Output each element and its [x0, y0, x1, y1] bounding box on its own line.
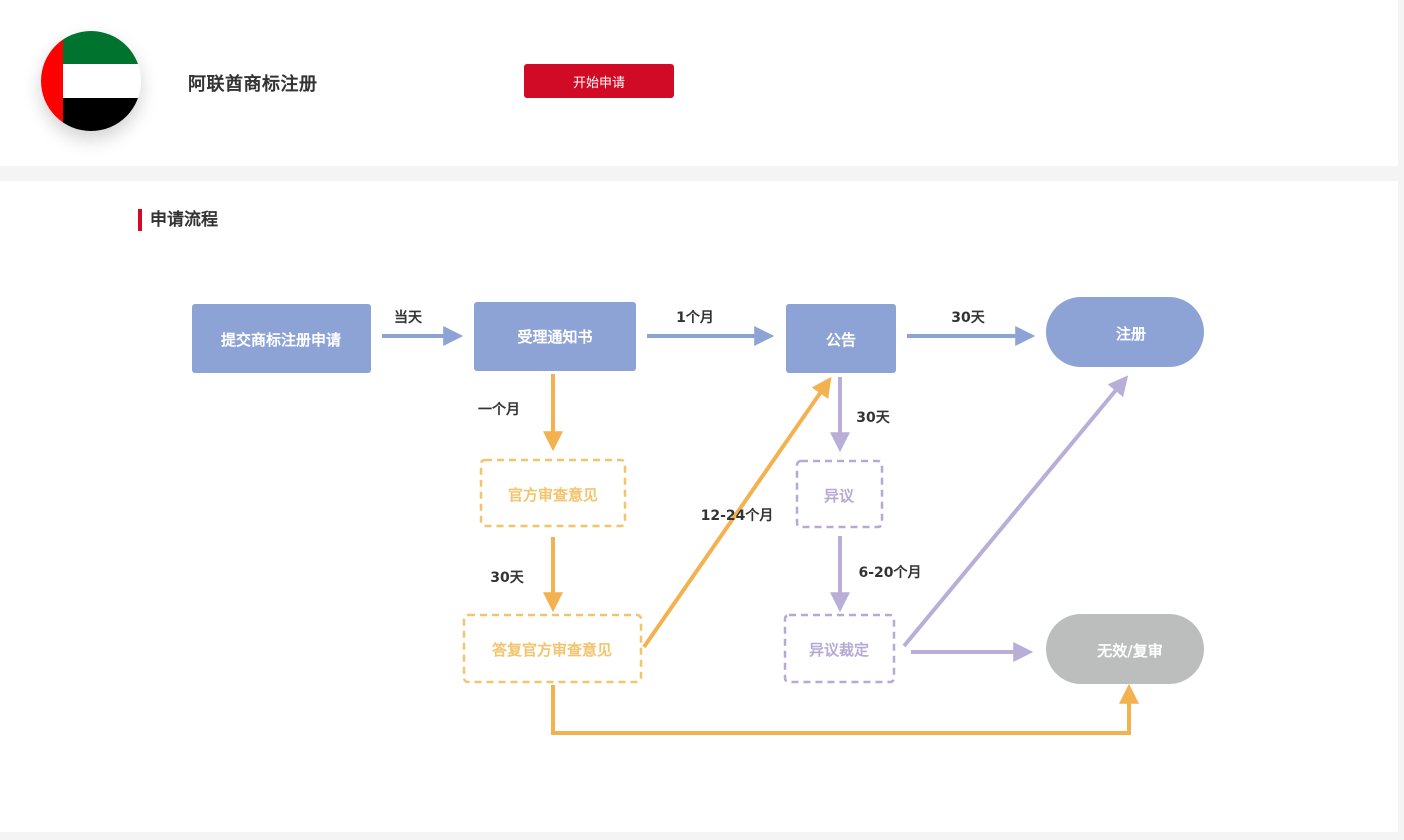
edge-label-thirty-days-opp: 30天	[856, 410, 890, 426]
edge-label-6-20-months: 6-20个月	[858, 564, 921, 581]
node-reply-examination-label: 答复官方审查意见	[492, 641, 612, 659]
node-opposition-ruling-label: 异议裁定	[809, 641, 869, 659]
edge-label-same-day: 当天	[394, 309, 423, 326]
node-invalid-review-label: 无效/复审	[1096, 642, 1162, 660]
arrow-reply-to-publication	[642, 376, 832, 649]
page-title: 阿联酋商标注册	[188, 74, 318, 95]
edge-label-12-24-months: 12-24个月	[701, 507, 774, 524]
node-acceptance-notice-label: 受理通知书	[517, 328, 592, 346]
section-title: 申请流程	[138, 209, 218, 231]
node-submit-application-label: 提交商标注册申请	[221, 331, 341, 349]
edge-label-one-month: 1个月	[676, 309, 714, 326]
flag-red-band	[41, 31, 63, 131]
arrow-reply-to-invalid	[551, 683, 1139, 735]
flag-green-stripe	[63, 31, 141, 65]
edge-label-one-month-cn: 一个月	[478, 401, 520, 418]
node-submit-application	[192, 304, 371, 373]
node-opposition-ruling	[783, 613, 896, 684]
header: 阿联酋商标注册 开始申请	[0, 0, 1398, 166]
process-flow-diagram: 提交商标注册申请 受理通知书 公告 注册 官方审查意见 答复官方审查意见 异议 …	[192, 297, 1204, 735]
node-publication-label: 公告	[826, 331, 856, 349]
process-section: 申请流程 提交商标注册申请 受理通知书	[0, 181, 1398, 832]
node-acceptance-notice	[474, 302, 636, 371]
node-registration	[1046, 297, 1204, 367]
arrow-ruling-to-registration	[902, 375, 1129, 648]
edge-label-thirty-days-exam: 30天	[490, 570, 524, 586]
edge-label-thirty-days-top: 30天	[951, 310, 985, 326]
node-opposition	[795, 459, 884, 529]
flag-white-stripe	[63, 64, 141, 98]
node-opposition-label: 异议	[824, 487, 855, 505]
uae-flag-icon	[41, 31, 141, 131]
start-application-button[interactable]: 开始申请	[524, 64, 674, 98]
node-reply-examination	[462, 613, 643, 684]
node-official-examination	[479, 458, 627, 528]
node-publication	[786, 304, 896, 373]
node-invalid-review	[1046, 614, 1204, 684]
flag-black-stripe	[63, 97, 141, 131]
node-official-examination-label: 官方审查意见	[508, 486, 598, 504]
node-registration-label: 注册	[1116, 325, 1146, 343]
